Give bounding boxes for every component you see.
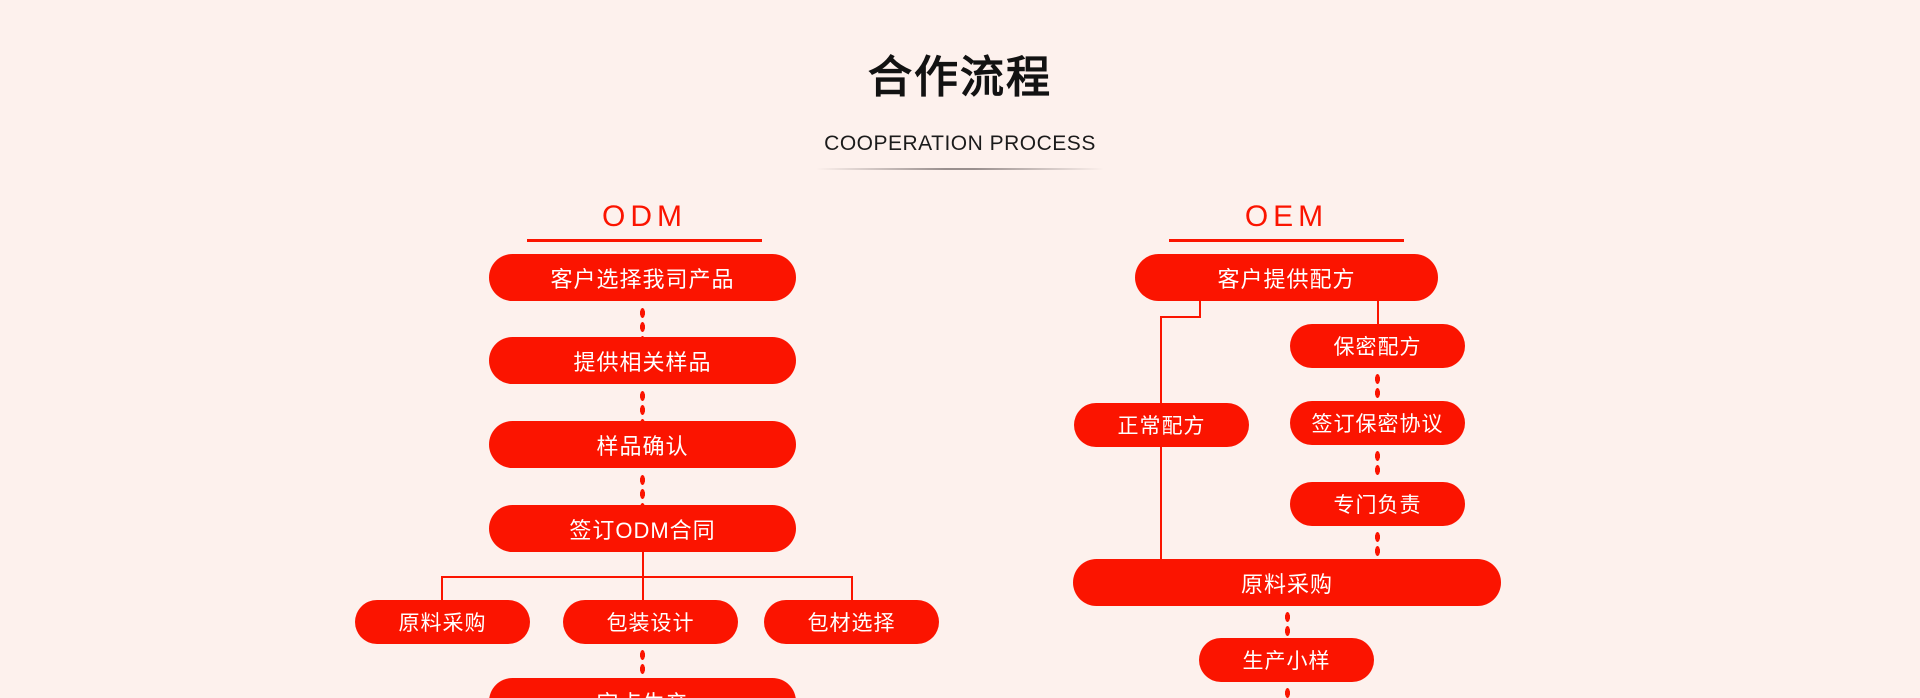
- odm-branch-stem: [642, 552, 644, 577]
- odm-branch-2[interactable]: 包装设计: [563, 600, 738, 644]
- page-title: 合作流程: [868, 53, 1052, 102]
- oem-step-last[interactable]: 生产小样: [1199, 638, 1374, 682]
- oem-right-connector-3-merge: [1374, 530, 1381, 560]
- oem-right-connector-2-3: [1374, 449, 1381, 479]
- column-header-odm: ODM: [527, 200, 762, 242]
- column-label-oem: OEM: [1244, 200, 1329, 233]
- oem-right-branch-stem: [1377, 301, 1379, 325]
- odm-connector-1-2: [639, 306, 646, 342]
- oem-connector-merge-next: [1284, 610, 1291, 640]
- odm-step-1[interactable]: 客户选择我司产品: [489, 254, 796, 301]
- column-label-odm: ODM: [602, 200, 687, 233]
- oem-left-branch-bar: [1160, 316, 1201, 318]
- odm-step-cutoff[interactable]: 定点生产: [489, 678, 796, 698]
- odm-connector-branch2-next: [639, 648, 646, 676]
- oem-right-step-2[interactable]: 签订保密协议: [1290, 401, 1465, 445]
- oem-right-step-3[interactable]: 专门负责: [1290, 482, 1465, 526]
- oem-connector-last-next: [1284, 686, 1291, 698]
- column-rule-oem: [1169, 239, 1404, 242]
- page-subtitle: COOPERATION PROCESS: [824, 132, 1096, 155]
- odm-branch-1[interactable]: 原料采购: [355, 600, 530, 644]
- title-divider: [816, 168, 1104, 170]
- odm-branch-bar: [441, 576, 853, 578]
- oem-merge-step[interactable]: 原料采购: [1073, 559, 1501, 606]
- oem-step-1[interactable]: 客户提供配方: [1135, 254, 1438, 301]
- odm-branch-3[interactable]: 包材选择: [764, 600, 939, 644]
- odm-connector-3-4: [639, 473, 646, 509]
- odm-step-3[interactable]: 样品确认: [489, 421, 796, 468]
- oem-right-step-1[interactable]: 保密配方: [1290, 324, 1465, 368]
- odm-branch-drop-left: [441, 576, 443, 601]
- oem-right-connector-1-2: [1374, 372, 1381, 402]
- oem-left-branch-stem: [1199, 301, 1201, 317]
- oem-left-step-1[interactable]: 正常配方: [1074, 403, 1249, 447]
- column-rule-odm: [527, 239, 762, 242]
- odm-branch-drop-right: [851, 576, 853, 601]
- odm-connector-2-3: [639, 389, 646, 425]
- column-header-oem: OEM: [1169, 200, 1404, 242]
- odm-step-2[interactable]: 提供相关样品: [489, 337, 796, 384]
- odm-branch-drop-center: [642, 576, 644, 601]
- odm-step-4[interactable]: 签订ODM合同: [489, 505, 796, 552]
